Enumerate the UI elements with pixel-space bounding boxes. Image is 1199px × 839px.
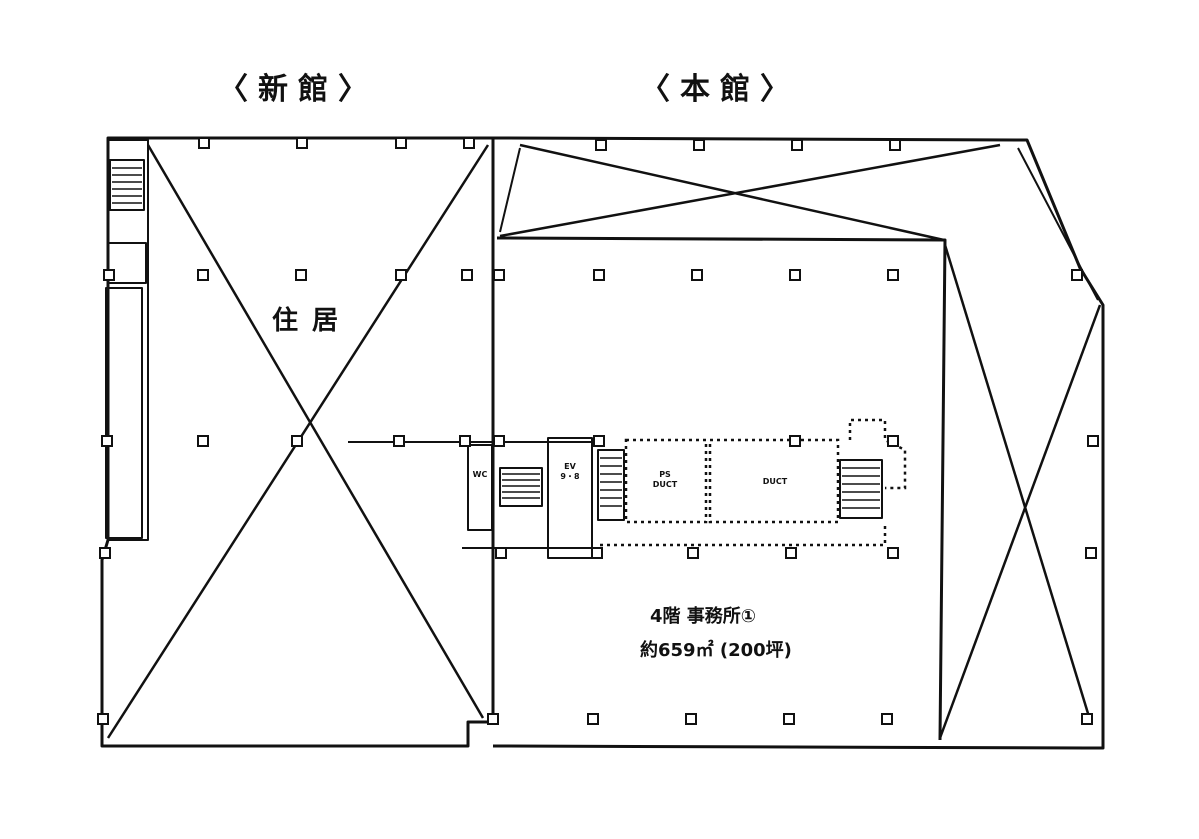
core-stair-mid	[597, 449, 625, 521]
new-wing-outline	[100, 136, 495, 748]
main-wing-outline	[492, 136, 1105, 750]
dotted-area-hook	[848, 418, 907, 490]
core-stair-right	[839, 459, 883, 519]
new-wing-small-room	[107, 242, 147, 284]
main-top-x-3	[499, 147, 521, 233]
core-ev-hall	[547, 437, 593, 559]
core-ev-label: EV 9・8	[560, 462, 580, 481]
core-wc-label: WC	[472, 470, 488, 479]
main-right-x-2	[938, 304, 1102, 739]
dotted-area-1	[624, 438, 708, 524]
office-boundary	[496, 236, 947, 741]
new-wing-side-corridor	[108, 139, 149, 541]
core-stair-left	[499, 467, 543, 507]
core-duct-label-2: DUCT	[762, 477, 788, 486]
dotted-area-outer	[600, 525, 887, 547]
office-area-label: 約659㎡ (200坪)	[640, 640, 792, 661]
core-duct-label-1: PS DUCT	[652, 470, 678, 489]
main-top-x-2	[499, 143, 1001, 238]
main-top-x-1	[519, 143, 945, 242]
office-name-label: 4階 事務所①	[650, 606, 757, 627]
new-wing-long-room	[105, 287, 143, 539]
main-right-x-1	[943, 244, 1092, 721]
main-wing-outer-edge	[1017, 147, 1099, 301]
main-wing-heading: 〈本館〉	[640, 72, 800, 107]
new-wing-heading: 〈新館〉	[218, 72, 378, 107]
dotted-area-2	[708, 438, 840, 524]
residence-label: 住居	[272, 306, 353, 336]
residence-x-1	[146, 144, 485, 719]
new-wing-stair-box	[109, 159, 145, 211]
core-wc	[467, 444, 493, 531]
